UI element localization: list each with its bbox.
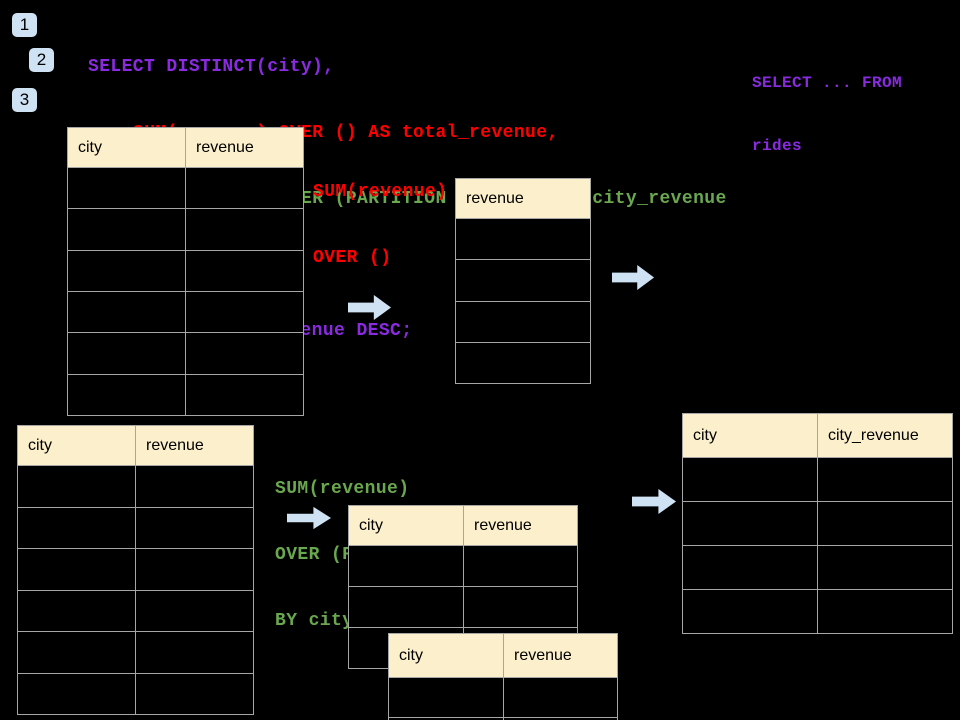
table-cell-empty bbox=[186, 250, 304, 292]
table-cell-empty bbox=[186, 374, 304, 416]
column-header-city: city bbox=[683, 414, 818, 458]
table-cell-empty bbox=[683, 502, 818, 546]
table-cell-empty bbox=[68, 291, 186, 334]
arrow-right-icon bbox=[612, 264, 655, 291]
table-cell-empty bbox=[504, 678, 618, 718]
table-cell-empty bbox=[68, 209, 186, 251]
column-header-city: city bbox=[389, 634, 504, 678]
table-cell-empty bbox=[136, 673, 254, 715]
label-sum-over-all-line-1: SUM(revenue) bbox=[313, 182, 448, 202]
step-badge-1-label: 1 bbox=[19, 15, 30, 34]
table-cell-empty bbox=[18, 466, 136, 508]
table-cell-empty bbox=[18, 549, 136, 591]
table-cell-empty bbox=[818, 546, 953, 590]
table-cell-empty bbox=[349, 546, 464, 587]
label-sum-over-all-line-2: OVER () bbox=[313, 248, 392, 268]
arrow-right-icon bbox=[632, 488, 677, 515]
column-header-city: city bbox=[349, 506, 464, 546]
table-cell-empty bbox=[18, 507, 136, 549]
step-badge-3-label: 3 bbox=[19, 90, 30, 109]
table-cell-empty bbox=[136, 466, 254, 508]
column-header-city: city bbox=[18, 426, 136, 466]
side-note-line-1: SELECT ... FROM bbox=[752, 74, 903, 92]
column-header-city: city bbox=[68, 128, 186, 168]
table-cell-empty bbox=[136, 507, 254, 549]
table-cell-empty bbox=[18, 673, 136, 715]
table-cell-empty bbox=[818, 590, 953, 634]
table-cell-empty bbox=[349, 587, 464, 628]
table-cell-empty bbox=[464, 587, 578, 628]
table-cell-empty bbox=[68, 168, 186, 210]
table-cell-empty bbox=[186, 291, 304, 334]
table-cell-empty bbox=[504, 718, 618, 720]
arrow-right-icon bbox=[348, 294, 392, 321]
column-header-revenue: revenue bbox=[456, 179, 591, 219]
table-result-right: city city_revenue bbox=[682, 413, 953, 634]
step-badge-1: 1 bbox=[12, 13, 37, 37]
label-sum-over-partition-line-1: SUM(revenue) bbox=[275, 479, 410, 499]
table-cell-empty bbox=[683, 458, 818, 502]
arrow-right-icon bbox=[287, 506, 332, 530]
column-header-city-revenue: city_revenue bbox=[818, 414, 953, 458]
table-cell-empty bbox=[464, 546, 578, 587]
step-badge-3: 3 bbox=[12, 88, 37, 112]
table-cell-empty bbox=[389, 718, 504, 720]
column-header-revenue: revenue bbox=[136, 426, 254, 466]
side-note-select-from-rides: SELECT ... FROM rides bbox=[752, 31, 902, 199]
table-cell-empty bbox=[186, 333, 304, 375]
table-cell-empty bbox=[68, 250, 186, 292]
table-cell-empty bbox=[18, 632, 136, 674]
table-cell-empty bbox=[456, 260, 591, 302]
table-cell-empty bbox=[68, 333, 186, 375]
table-cell-empty bbox=[68, 374, 186, 416]
table-cell-empty bbox=[136, 549, 254, 591]
step-badge-2: 2 bbox=[29, 48, 54, 72]
table-source-top: city revenue bbox=[67, 127, 304, 416]
table-cell-empty bbox=[186, 168, 304, 210]
table-total-revenue: revenue bbox=[455, 178, 591, 384]
table-source-bottom: city revenue bbox=[17, 425, 254, 715]
table-cell-empty bbox=[136, 590, 254, 632]
side-note-line-2: rides bbox=[752, 137, 803, 155]
label-sum-over-all: SUM(revenue) OVER () bbox=[313, 137, 447, 313]
table-cell-empty bbox=[186, 209, 304, 251]
table-cell-empty bbox=[683, 546, 818, 590]
table-cell-empty bbox=[456, 342, 591, 384]
table-cell-empty bbox=[818, 502, 953, 546]
column-header-revenue: revenue bbox=[186, 128, 304, 168]
table-cell-empty bbox=[818, 458, 953, 502]
table-cell-empty bbox=[456, 219, 591, 261]
sql-line-select: SELECT DISTINCT(city), bbox=[88, 57, 335, 77]
table-partition-overlay: city revenue bbox=[388, 633, 618, 720]
table-cell-empty bbox=[683, 590, 818, 634]
step-badge-2-label: 2 bbox=[36, 50, 47, 69]
column-header-revenue: revenue bbox=[464, 506, 578, 546]
table-cell-empty bbox=[18, 590, 136, 632]
column-header-revenue: revenue bbox=[504, 634, 618, 678]
table-cell-empty bbox=[136, 632, 254, 674]
table-cell-empty bbox=[456, 301, 591, 343]
table-cell-empty bbox=[389, 678, 504, 718]
